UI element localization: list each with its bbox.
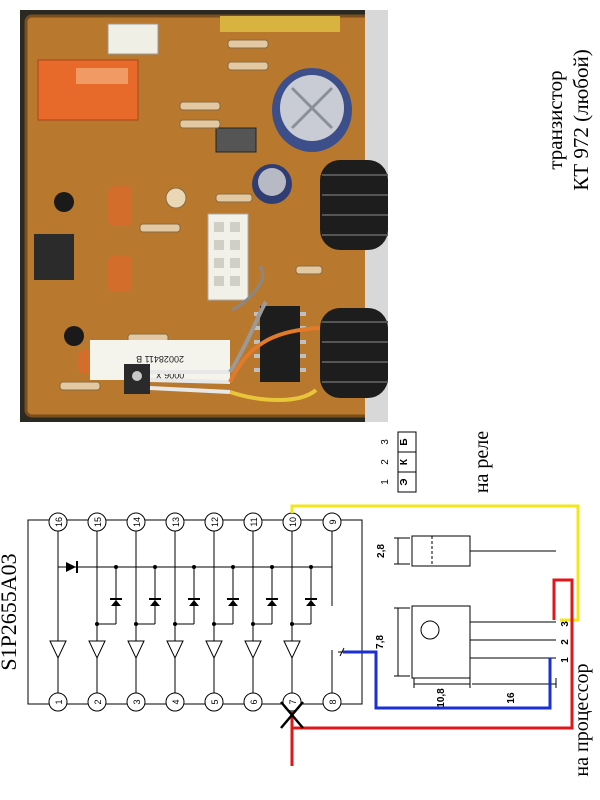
pin-14: 14: [126, 512, 146, 532]
pin-number: 3: [132, 699, 142, 704]
diodes: [66, 561, 317, 606]
pinout-number-1: 1: [380, 479, 391, 485]
pin-number: 1: [54, 699, 64, 704]
transistor-photo-2: [64, 326, 84, 346]
pin-15: 15: [87, 512, 107, 532]
pin-number: 14: [132, 517, 142, 527]
transistor-front-view: [394, 605, 557, 688]
transistor-photo-1: [54, 192, 74, 212]
pin-4: 4: [165, 692, 185, 712]
pin-number: 16: [54, 517, 64, 527]
pin-1: 1: [48, 692, 68, 712]
wire-red: [290, 578, 574, 730]
sticker-text-1: 20028411 В: [136, 354, 184, 364]
pinout-letter-1: Э: [399, 478, 410, 485]
pin-3: 3: [126, 692, 146, 712]
wire-orange-photo: [228, 326, 321, 383]
cut-mark: [280, 701, 304, 729]
pin-number: 9: [328, 519, 338, 524]
bottom-pins: 1 2 3 4 5 6 7 8: [48, 692, 342, 712]
pin-number: 7: [288, 699, 298, 704]
pin-number: 15: [93, 517, 103, 527]
capacitor-large: [272, 68, 352, 152]
chip-name: S1P2655A03: [0, 553, 21, 670]
sticker-text-2: 0006 X: [156, 370, 185, 380]
pin-number: 5: [210, 699, 220, 704]
dimension-7-8: 7,8: [375, 635, 386, 649]
transistor-label-line1: транзистор: [543, 70, 567, 170]
transistor-label-line2: КТ 972 (любой): [569, 49, 593, 191]
processor-label: на процессор: [571, 663, 593, 776]
pinout-letter-2: К: [399, 458, 410, 465]
pin-6: 6: [243, 692, 263, 712]
wire-blue: [343, 650, 552, 710]
lead-number-3: 3: [560, 621, 571, 627]
transistor-label: транзистор КТ 972 (любой): [542, 49, 594, 190]
circuit-board-photo: 20028411 В 0006 X: [20, 10, 388, 422]
wire-grey-photo: [228, 300, 268, 374]
pin-5: 5: [204, 692, 224, 712]
pin-16: 16: [48, 512, 68, 532]
dimension-2-8: 2,8: [376, 544, 387, 558]
ic-chip-photo: [260, 306, 300, 382]
pin-9: 9: [322, 512, 342, 532]
pin-number: 11: [249, 517, 259, 526]
pin-2: 2: [87, 692, 107, 712]
pinout-letter-3: Б: [399, 438, 410, 445]
ribbon-cable-top: [320, 160, 388, 250]
transistor-side-view: [394, 535, 556, 567]
pin-8: 8: [322, 692, 342, 712]
top-pins: 16 15 14 13 12 11 10 9: [48, 512, 342, 532]
pin-number: 10: [288, 517, 298, 527]
dimension-10-8: 10,8: [436, 688, 447, 708]
wire-yellow-photo: [229, 388, 318, 402]
pin-12: 12: [204, 512, 224, 532]
lead-number-1: 1: [560, 657, 571, 663]
connector-top: [107, 23, 159, 55]
pin-number: 4: [171, 699, 181, 704]
pin-13: 13: [165, 512, 185, 532]
capacitor-small: [252, 164, 292, 204]
ribbon-cable-bottom: [320, 308, 388, 398]
pin-number: 12: [210, 517, 220, 527]
relay-label: на реле: [471, 431, 493, 493]
dimension-16: 16: [506, 692, 517, 704]
heatsink: [34, 234, 74, 280]
pinout-table: Э К Б 1 2 3: [380, 431, 417, 493]
driver-channels: [49, 531, 333, 693]
pin-number: 13: [171, 517, 181, 527]
chip-outline: [27, 519, 363, 705]
pin-number: 6: [249, 699, 259, 704]
pin-11: 11: [243, 512, 263, 532]
pinout-number-3: 3: [380, 439, 391, 445]
pin-number: 8: [328, 699, 338, 704]
schematic-diagram: S1P2655A03 16 15 14 13 12 11 10 9 1 2 3 …: [0, 431, 593, 777]
pinout-number-2: 2: [380, 459, 391, 465]
lead-number-2: 2: [560, 639, 571, 645]
pin-number: 2: [93, 699, 103, 704]
pin-10: 10: [282, 512, 302, 532]
